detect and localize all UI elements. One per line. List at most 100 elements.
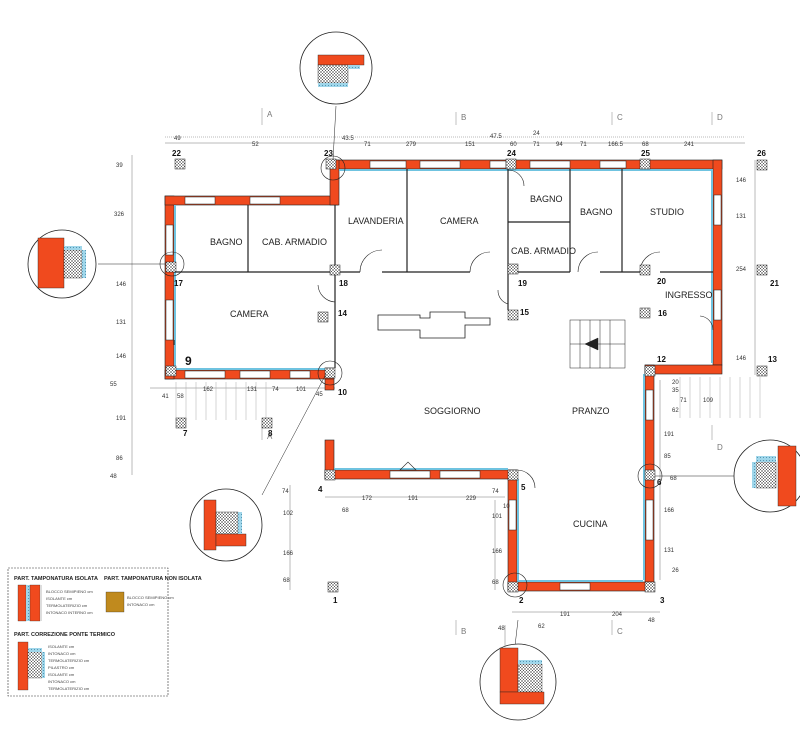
pillar-number-10: 10 [338, 388, 347, 397]
interior-walls [173, 169, 713, 368]
staircase [569, 319, 626, 369]
legend-ponte-line: PILASTRO cm [48, 665, 75, 670]
room-cab-armadio-left: CAB. ARMADIO [262, 237, 327, 247]
section-d-bottom: D [717, 443, 723, 452]
detail-callout-left [27, 229, 166, 299]
section-b-top: B [461, 113, 466, 122]
section-c-top: C [617, 113, 623, 122]
dim-right-label: 62 [672, 408, 679, 414]
dim-left-label: 131 [116, 320, 127, 326]
section-d-top: D [717, 113, 723, 122]
dim-middle-label: 45 [316, 392, 323, 398]
pillar-number-6: 6 [657, 478, 662, 487]
dim-left-label: 146 [116, 354, 127, 360]
dim-middle-label: 74 [272, 387, 279, 393]
dimension-lines [131, 136, 756, 650]
dim-top-label: 151 [465, 142, 476, 148]
pillar-number-16: 16 [658, 309, 667, 318]
legend-isolata-line: TERMOLATERIZIO cm [46, 603, 88, 608]
pillar-number-15: 15 [520, 308, 529, 317]
dim-top-label: 71 [533, 142, 540, 148]
dim-left-label: 86 [116, 456, 123, 462]
dim-top-label: 52 [252, 142, 259, 148]
dim-right-label: 131 [664, 548, 675, 554]
dim-middle-label: 101 [492, 514, 503, 520]
dim-middle-label: 166 [492, 549, 503, 555]
legend-ponte-line: ISOLANTE cm [48, 672, 75, 677]
dim-top-label: 279 [406, 142, 417, 148]
dim-right-label: 109 [703, 398, 714, 404]
dim-right-label: 254 [736, 267, 747, 273]
callout-markers [159, 155, 663, 598]
pillar-number-2: 2 [519, 596, 524, 605]
dim-left-label: 326 [114, 212, 125, 218]
legend-isolata-line: BLOCCO SEMIPIENO cm [46, 589, 93, 594]
central-block [377, 311, 491, 339]
pillar-number-3: 3 [660, 596, 665, 605]
room-bagno-right: BAGNO [580, 207, 613, 217]
dim-left-label: 39 [116, 163, 123, 169]
pillar-number-20: 20 [657, 277, 666, 286]
dim-right-label: 131 [736, 214, 747, 220]
dim-middle-label: 191 [408, 496, 419, 502]
room-camera-center: CAMERA [440, 216, 479, 226]
dim-middle-label: 68 [492, 580, 499, 586]
pillar-number-19: 19 [518, 279, 527, 288]
pillar-number-5: 5 [521, 483, 526, 492]
section-a-top: A [267, 110, 273, 119]
dim-right-label: 26 [672, 568, 679, 574]
detail-callout-top [299, 31, 373, 161]
dim-middle-label: 101 [296, 387, 307, 393]
room-bagno-left: BAGNO [210, 237, 243, 247]
dim-middle-label: 48 [648, 618, 655, 624]
dim-top-label: 47.5 [490, 134, 502, 140]
pillar-number-4: 4 [318, 485, 323, 494]
pillars [165, 158, 768, 593]
pillar-number-12: 12 [657, 355, 666, 364]
dim-left-label: 191 [116, 416, 127, 422]
dim-middle-label: 172 [362, 496, 373, 502]
dim-left-label: 48 [110, 474, 117, 480]
section-b-bottom: B [461, 627, 466, 636]
insulation-strips [174, 169, 713, 582]
room-soggiorno: SOGGIORNO [424, 406, 481, 416]
dim-middle-label: 102 [283, 511, 294, 517]
legend-title-non-isolata: PART. TAMPONATURA NON ISOLATA [104, 576, 202, 582]
dim-left-label: 55 [110, 382, 117, 388]
legend-ponte-line: INTONACO cm [48, 651, 76, 656]
detail-callout-bottom [479, 619, 557, 721]
dimension-labels-left: 39 326 146 131 146 55 191 86 48 [110, 163, 127, 480]
pillar-number-17: 17 [174, 279, 183, 288]
dim-middle-label: 41 [162, 394, 169, 400]
pillar-number-8: 8 [268, 429, 273, 438]
dim-middle-label: 74 [492, 489, 499, 495]
dim-right-label: 20 [672, 380, 679, 386]
dimension-labels-middle: 41 58 162 131 74 101 45 74 172 191 229 7… [162, 387, 655, 632]
pillar-number-26: 26 [757, 149, 766, 158]
dim-middle-label: 48 [498, 626, 505, 632]
legend-title-isolata: PART. TAMPONATURA ISOLATA [14, 576, 98, 582]
dim-right-label: 35 [672, 388, 679, 394]
room-cucina: CUCINA [573, 519, 608, 529]
legend: PART. TAMPONATURA ISOLATA BLOCCO SEMIPIE… [7, 567, 202, 697]
room-cab-armadio-center: CAB. ARMADIO [511, 246, 576, 256]
dim-right-label: 85 [664, 454, 671, 460]
room-ingresso: INGRESSO [665, 290, 713, 300]
detail-callout-bottom-left [189, 373, 327, 562]
dim-middle-label: 229 [466, 496, 477, 502]
dim-top-label: 71 [580, 142, 587, 148]
dim-middle-label: 204 [612, 612, 623, 618]
dimension-labels-right: 146 131 254 146 20 35 71 109 62 191 85 6… [664, 178, 747, 574]
dim-top-label: 49 [174, 136, 181, 142]
dim-right-label: 146 [736, 356, 747, 362]
pillar-number-24: 24 [507, 149, 516, 158]
pillar-number-25: 25 [641, 149, 650, 158]
room-pranzo: PRANZO [572, 406, 610, 416]
pillar-number-22: 22 [172, 149, 181, 158]
room-studio: STUDIO [650, 207, 684, 217]
dim-top-label: 166.5 [608, 142, 624, 148]
pillar-number-13: 13 [768, 355, 777, 364]
legend-non-isolata-line: INTONACO cm [127, 602, 155, 607]
dim-middle-label: 162 [203, 387, 214, 393]
legend-ponte-line: ISOLANTE cm [48, 644, 75, 649]
